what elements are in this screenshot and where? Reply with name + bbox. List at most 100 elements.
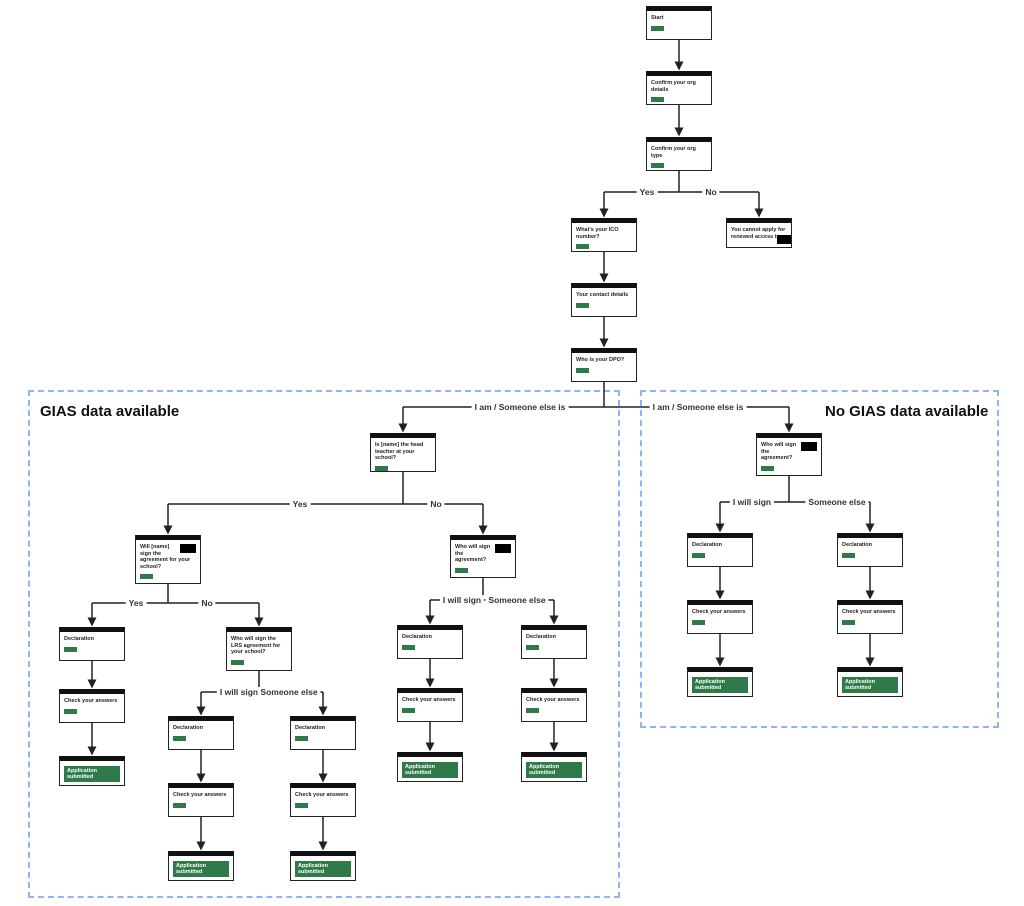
submitted-banner: Application submitted <box>402 762 458 778</box>
node-check: Check your answers <box>521 688 587 722</box>
node-submitted: Application submitted <box>837 667 903 697</box>
continue-button <box>692 552 705 558</box>
continue-button <box>402 644 415 650</box>
continue-button <box>140 574 153 579</box>
edge-label-i-am: I am / Someone else is <box>649 402 747 412</box>
node-submitted: Application submitted <box>687 667 753 697</box>
node-text: Declaration <box>64 636 94 642</box>
node-text: Check your answers <box>692 609 746 615</box>
continue-button <box>455 567 468 573</box>
continue-button <box>576 244 589 249</box>
node-declaration: Declaration <box>521 625 587 659</box>
node-text: Who is your DPO? <box>576 357 625 363</box>
edge-label-yes: Yes <box>289 499 311 509</box>
continue-button <box>651 163 664 168</box>
node-text: Who will sign the agreement? <box>761 442 797 461</box>
node-text-wrap: Will [name] sign the agreement for your … <box>136 540 200 570</box>
continue-button <box>173 735 186 741</box>
node-declaration: Declaration <box>290 716 356 750</box>
region-gias-available <box>28 390 620 898</box>
redaction <box>495 544 511 553</box>
node-ico: What's your ICO number? <box>571 218 637 252</box>
node-text: Check your answers <box>402 697 456 703</box>
node-text: Declaration <box>692 542 722 548</box>
node-submitted: Application submitted <box>521 752 587 782</box>
node-text-wrap: Who will sign the agreement? <box>757 438 821 462</box>
edge-label-i-am: I am / Someone else is <box>471 402 569 412</box>
region-title-gias: GIAS data available <box>40 403 180 420</box>
continue-button <box>842 619 855 625</box>
node-check: Check your answers <box>168 783 234 817</box>
submitted-banner: Application submitted <box>842 677 898 693</box>
continue-button <box>526 707 539 713</box>
continue-button <box>64 708 77 714</box>
node-declaration: Declaration <box>397 625 463 659</box>
edge-label-someone-else: Someone else <box>485 595 549 605</box>
submitted-banner: Application submitted <box>526 762 582 778</box>
submitted-banner: Application submitted <box>173 861 229 877</box>
node-text: Declaration <box>295 725 325 731</box>
submitted-banner: Application submitted <box>295 861 351 877</box>
node-text: Check your answers <box>173 792 227 798</box>
node-text-wrap: Who will sign the agreement? <box>451 540 515 564</box>
node-will-name-sign: Will [name] sign the agreement for your … <box>135 535 201 584</box>
node-submitted: Application submitted <box>290 851 356 881</box>
continue-button <box>402 707 415 713</box>
node-check: Check your answers <box>290 783 356 817</box>
node-text: Start <box>651 15 664 21</box>
node-text: Is [name] the head teacher at your schoo… <box>375 442 424 461</box>
continue-button <box>295 735 308 741</box>
node-declaration: Declaration <box>687 533 753 567</box>
node-text: Check your answers <box>842 609 896 615</box>
node-text: Confirm your org type <box>651 146 696 159</box>
node-contact: Your contact details <box>571 283 637 317</box>
edge-label-no: No <box>198 598 216 608</box>
node-text: Declaration <box>526 634 556 640</box>
node-declaration: Declaration <box>59 627 125 661</box>
edge-label-i-will-sign: I will sign <box>439 595 485 605</box>
node-cannot-apply: You cannot apply for renewed access to <box>726 218 792 248</box>
node-submitted: Application submitted <box>168 851 234 881</box>
node-org-type: Confirm your org type <box>646 137 712 171</box>
node-head-teacher: Is [name] the head teacher at your schoo… <box>370 433 436 472</box>
edge-label-no: No <box>702 187 720 197</box>
node-who-sign-lrs: Who will sign the LRS agreement for your… <box>226 627 292 671</box>
continue-button <box>375 465 388 471</box>
node-declaration: Declaration <box>837 533 903 567</box>
continue-button <box>231 659 244 665</box>
continue-button <box>651 97 664 102</box>
redaction <box>801 442 817 451</box>
node-submitted: Application submitted <box>397 752 463 782</box>
node-declaration: Declaration <box>168 716 234 750</box>
node-text: You cannot apply for renewed access to <box>731 227 786 240</box>
node-text: Will [name] sign the agreement for your … <box>140 544 191 570</box>
node-check: Check your answers <box>837 600 903 634</box>
edge-label-yes: Yes <box>636 187 658 197</box>
edge-label-i-will-sign: I will sign <box>729 497 775 507</box>
node-text: Check your answers <box>64 698 118 704</box>
continue-button <box>576 367 589 373</box>
edge-label-someone-else: Someone else <box>805 497 869 507</box>
node-text: Declaration <box>402 634 432 640</box>
node-text: Check your answers <box>526 697 580 703</box>
region-title-no-gias: No GIAS data available <box>825 403 989 420</box>
edge-label-no: No <box>427 499 445 509</box>
continue-button <box>526 644 539 650</box>
continue-button <box>842 552 855 558</box>
node-text: Declaration <box>842 542 872 548</box>
edge-label-i-will-sign: I will sign <box>216 687 262 697</box>
redaction <box>777 235 791 244</box>
node-text: Declaration <box>173 725 203 731</box>
continue-button <box>692 619 705 625</box>
node-submitted: Application submitted <box>59 756 125 786</box>
node-text: Who will sign the agreement? <box>455 544 491 563</box>
edge-label-yes: Yes <box>125 598 147 608</box>
continue-button <box>761 465 774 471</box>
continue-button <box>64 646 77 652</box>
redaction <box>180 544 196 553</box>
continue-button <box>576 302 589 308</box>
node-text: Who will sign the LRS agreement for your… <box>231 636 281 655</box>
region-no-gias <box>640 390 999 728</box>
